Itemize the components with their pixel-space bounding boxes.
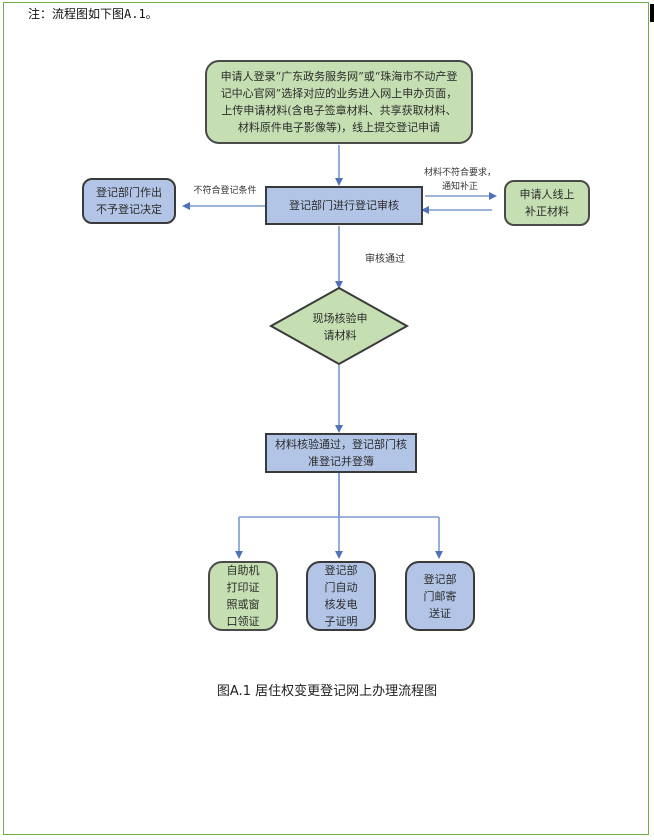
node-out3-text: 登记部门邮寄送证 bbox=[423, 572, 457, 620]
node-supplement-text: 申请人线上补正材料 bbox=[519, 188, 575, 218]
edge-label-supplement-1: 材料不符合要求， bbox=[423, 168, 496, 178]
node-out2-text: 登记部门自动核发电子证明 bbox=[324, 564, 358, 628]
node-review: 登记部门进行登记审核 bbox=[265, 186, 423, 225]
node-approve: 材料核验通过，登记部门核准登记并登簿 bbox=[265, 433, 417, 473]
node-out1: 自助机打印证照或窗口领证 bbox=[208, 561, 278, 631]
node-approve-text: 材料核验通过，登记部门核准登记并登簿 bbox=[275, 438, 407, 468]
scroll-marker bbox=[650, 4, 654, 22]
node-reject: 登记部门作出不予登记决定 bbox=[82, 178, 176, 224]
node-reject-text: 登记部门作出不予登记决定 bbox=[96, 186, 162, 216]
edge-label-supplement-2: 通知补正 bbox=[441, 182, 478, 192]
node-review-text: 登记部门进行登记审核 bbox=[289, 199, 399, 212]
verify-diamond bbox=[268, 286, 410, 366]
note-text: 注：流程图如下图A.1。 bbox=[28, 7, 158, 21]
node-out3: 登记部门邮寄送证 bbox=[405, 561, 475, 631]
figure-caption: 图A.1 居住权变更登记网上办理流程图 bbox=[216, 684, 438, 699]
node-start-text: 申请人登录“广东政务服务网”或“珠海市不动产登记中心官网”选择对应的业务进入网上… bbox=[220, 70, 458, 134]
node-start: 申请人登录“广东政务服务网”或“珠海市不动产登记中心官网”选择对应的业务进入网上… bbox=[205, 60, 473, 144]
node-verify: 现场核验申请材料 bbox=[272, 310, 408, 344]
node-out1-text: 自助机打印证照或窗口领证 bbox=[226, 564, 260, 628]
node-verify-text: 现场核验申请材料 bbox=[312, 312, 368, 342]
node-out2: 登记部门自动核发电子证明 bbox=[306, 561, 376, 631]
page-frame bbox=[3, 2, 649, 835]
edge-label-reject: 不符合登记条件 bbox=[193, 186, 257, 196]
edge-label-pass: 审核通过 bbox=[365, 254, 405, 265]
node-supplement: 申请人线上补正材料 bbox=[504, 180, 590, 226]
